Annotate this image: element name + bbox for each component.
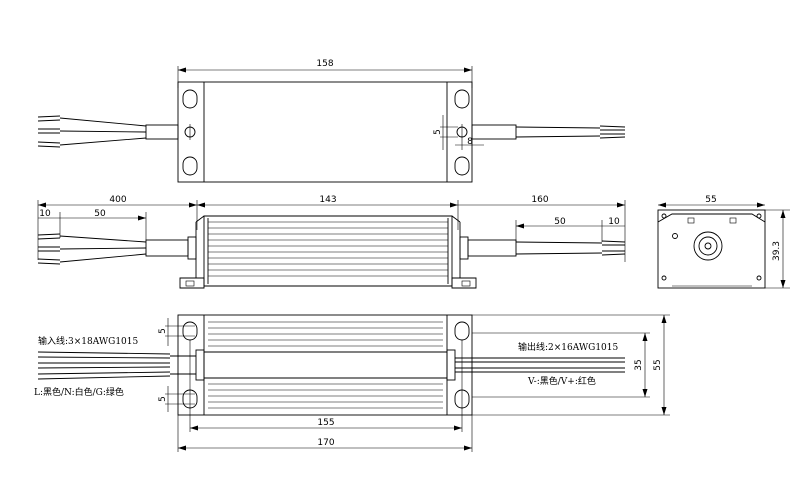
- output-spec-label: 输出线:2×16AWG1015: [518, 341, 619, 353]
- inner-height-label: 35: [634, 359, 644, 370]
- mount-spacing-label: 155: [317, 418, 334, 428]
- end-width-label: 55: [705, 195, 716, 205]
- front-output-strip-label: 10: [608, 217, 620, 227]
- bottom-slot-bottom-label: 5: [158, 396, 168, 402]
- front-output-jacket-label: 50: [554, 217, 566, 227]
- front-output-cable-label: 160: [531, 195, 548, 205]
- input-colors-label: L:黑色/N:白色/G:绿色: [34, 386, 124, 398]
- front-input-jacket-label: 50: [94, 209, 106, 219]
- outer-height-label: 55: [653, 359, 663, 370]
- total-length-label: 170: [317, 438, 334, 448]
- input-spec-label: 输入线:3×18AWG1015: [38, 335, 139, 347]
- front-input-strip-label: 10: [39, 209, 51, 219]
- output-colors-label: V-:黑色/V+:红色: [527, 375, 596, 387]
- end-height-label: 39.3: [772, 241, 782, 261]
- front-input-cable-label: 400: [109, 195, 126, 205]
- top-length-label: 158: [316, 59, 333, 69]
- bottom-view: 5 5 输入线:3×18AWG1015 L:黑色/N:白色/G:绿色 输出线:2…: [34, 314, 670, 452]
- end-view: 55 39.3: [657, 195, 790, 289]
- bottom-slot-top-label: 5: [158, 328, 168, 334]
- top-view: 158 5 8: [37, 59, 626, 183]
- front-body-label: 143: [319, 195, 336, 205]
- front-view: 400 10 50 143 160 50 10: [37, 195, 626, 289]
- top-hole-label: 5: [433, 129, 443, 135]
- top-offset-label: 8: [467, 137, 473, 147]
